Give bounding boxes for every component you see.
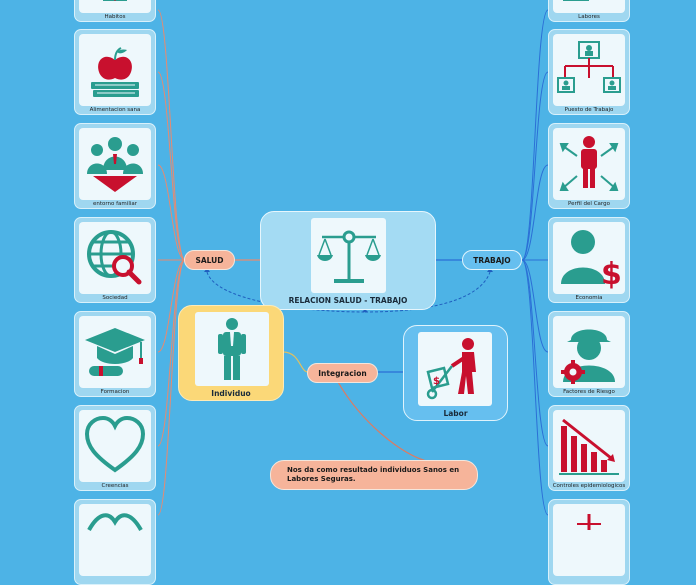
card-label: Creencias: [101, 483, 129, 489]
central-node[interactable]: RELACION SALUD - TRABAJO: [260, 211, 436, 310]
card-label: Labores: [578, 14, 600, 20]
person-dollar-icon: $: [553, 222, 625, 294]
labores-icon: [553, 0, 625, 13]
card-creencias[interactable]: Creencias: [74, 405, 156, 491]
businessman-icon: [195, 312, 269, 386]
person-arrows-icon: [553, 128, 625, 200]
svg-text:$: $: [601, 257, 621, 290]
worker-gear-icon: [553, 316, 625, 388]
mind-map-canvas: Habitos Alimentacion sana entorno famili…: [74, 0, 630, 585]
node-salud[interactable]: SALUD: [184, 250, 235, 270]
card-factores-riesgo[interactable]: Factores de Riesgo: [548, 311, 630, 397]
card-controles-epidemiologicos[interactable]: Controles epidemiologicos: [548, 405, 630, 491]
card-alimentacion[interactable]: Alimentacion sana: [74, 29, 156, 115]
node-individuo[interactable]: Individuo: [178, 305, 284, 401]
card-entorno-familiar[interactable]: entorno familiar: [74, 123, 156, 209]
card-label: Sociedad: [102, 295, 128, 301]
card-partial-right[interactable]: [548, 499, 630, 585]
card-sociedad[interactable]: Sociedad: [74, 217, 156, 303]
card-partial-left[interactable]: [74, 499, 156, 585]
card-label: Puesto de Trabajo: [564, 107, 614, 113]
card-formacion[interactable]: Formacion: [74, 311, 156, 397]
card-labores[interactable]: Labores: [548, 0, 630, 22]
scale-icon: [311, 218, 386, 293]
habits-icon: [79, 0, 151, 13]
card-label: Controles epidemiologicos: [552, 483, 626, 489]
card-label: Factores de Riesgo: [563, 389, 615, 395]
partial-icon: [79, 504, 151, 576]
node-integracion[interactable]: Integracion: [307, 363, 378, 383]
individuo-title: Individuo: [211, 389, 251, 398]
apple-books-icon: [79, 34, 151, 106]
declining-bars-icon: [553, 410, 625, 482]
family-icon: [79, 128, 151, 200]
globe-search-icon: [79, 222, 151, 294]
org-chart-icon: [553, 34, 625, 106]
card-label: Economia: [575, 295, 603, 301]
card-perfil-cargo[interactable]: Perfil del Cargo: [548, 123, 630, 209]
worker-cart-icon: $: [418, 332, 492, 406]
labor-title: Labor: [443, 409, 468, 418]
result-note[interactable]: Nos da como resultado individuos Sanos e…: [270, 460, 478, 490]
graduation-cap-icon: [79, 316, 151, 388]
card-label: Formacion: [100, 389, 130, 395]
node-trabajo[interactable]: TRABAJO: [462, 250, 522, 270]
central-title: RELACION SALUD - TRABAJO: [288, 296, 408, 305]
card-label: Habitos: [104, 14, 126, 20]
card-habitos[interactable]: Habitos: [74, 0, 156, 22]
card-label: entorno familiar: [92, 201, 138, 207]
heart-icon: [79, 410, 151, 482]
card-puesto-trabajo[interactable]: Puesto de Trabajo: [548, 29, 630, 115]
card-label: Alimentacion sana: [89, 107, 141, 113]
card-label: Perfil del Cargo: [568, 201, 610, 207]
svg-text:$: $: [433, 376, 440, 387]
partial-icon: [553, 504, 625, 576]
card-economia[interactable]: $ Economia: [548, 217, 630, 303]
node-labor[interactable]: $ Labor: [403, 325, 508, 421]
